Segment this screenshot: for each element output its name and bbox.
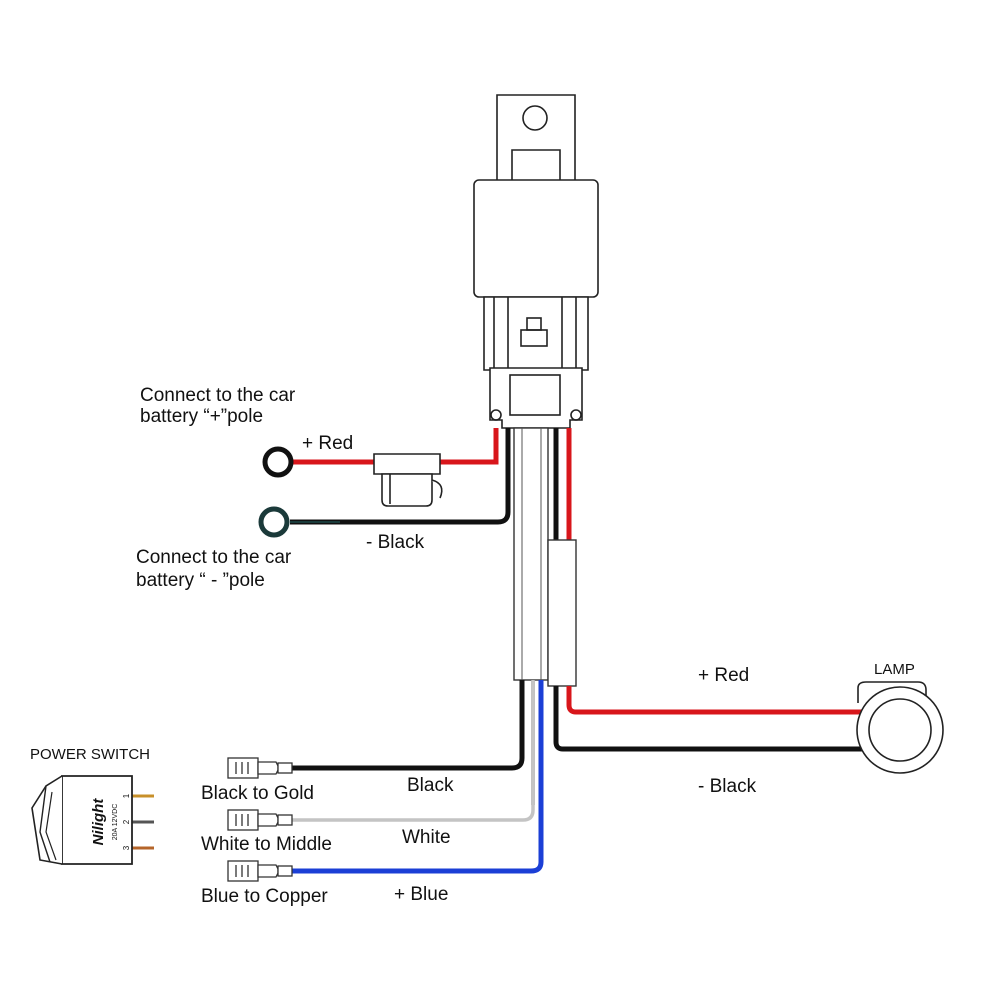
switch-rating: 20A 12VDC: [112, 804, 119, 841]
spade-connector-icon: [227, 860, 293, 882]
lamp-red-wire-label: + Red: [698, 665, 750, 686]
switch-pin-3: 3: [122, 845, 131, 850]
lamp-title: LAMP: [874, 661, 915, 678]
switch-white-wire: [290, 680, 535, 822]
switch-blue-wire-label: + Blue: [394, 884, 449, 905]
lamp-wire-sleeve: [547, 539, 577, 687]
switch-wire-sleeve: [513, 427, 549, 681]
battery-black-wire-label: - Black: [366, 532, 425, 553]
spade-connector-icon: [227, 757, 293, 779]
rocker-switch-icon: Nilight 20A 12VDC 3 2 1: [31, 775, 154, 865]
lamp-black-wire-label: - Black: [698, 776, 757, 797]
connector-label-copper: Blue to Copper: [201, 886, 328, 907]
battery-positive-label-line1: Connect to the car: [140, 385, 296, 406]
battery-red-wire-label: + Red: [302, 433, 354, 454]
relay-icon: [473, 94, 599, 429]
power-switch-title: POWER SWITCH: [30, 746, 150, 763]
battery-positive-label-line2: battery “+”pole: [140, 406, 264, 427]
battery-black-wire: [290, 428, 511, 525]
switch-black-wire: [290, 680, 525, 771]
switch-pin-2: 2: [122, 819, 131, 824]
fuse-holder-icon: [373, 453, 443, 507]
switch-blue-wire: [290, 680, 544, 874]
switch-white-wire-label: White: [402, 827, 451, 848]
battery-negative-label-line1: Connect to the car: [136, 547, 292, 568]
switch-pin-1: 1: [122, 793, 131, 798]
lamp-black-wire: [553, 686, 866, 752]
switch-black-wire-label: Black: [407, 775, 454, 796]
connector-label-middle: White to Middle: [201, 834, 332, 855]
battery-negative-label-line2: battery “ - ”pole: [136, 570, 265, 591]
ring-terminal-icon: [262, 446, 294, 478]
connector-label-gold: Black to Gold: [201, 783, 314, 804]
battery-red-wire: [440, 428, 499, 465]
lamp-icon: [856, 681, 944, 774]
ring-terminal-icon: [258, 506, 290, 538]
spade-connector-icon: [227, 809, 293, 831]
lamp-red-wire: [566, 686, 866, 715]
switch-brand: Nilight: [90, 798, 107, 846]
